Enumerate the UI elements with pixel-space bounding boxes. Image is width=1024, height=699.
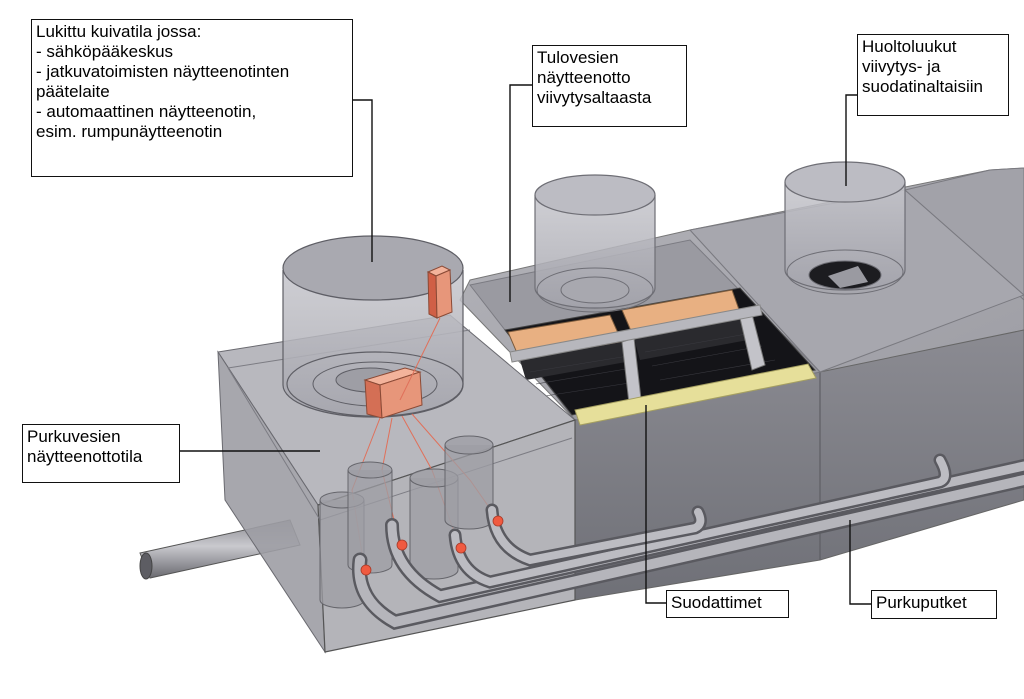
label-hatches: Huoltoluukut viivytys- ja suodatinaltais…: [857, 34, 1009, 116]
label-filters: Suodattimet: [666, 590, 789, 618]
label-line: Suodattimet: [671, 593, 762, 612]
label-line: Tulovesien: [537, 48, 619, 67]
pipe-icon: [351, 472, 1024, 630]
label-line: viivytys- ja: [862, 57, 941, 76]
leader-line-filters: [645, 405, 667, 604]
label-line: viivytysaltaasta: [537, 88, 652, 107]
label-drybox: Lukittu kuivatila jossa: - sähköpääkesku…: [31, 19, 353, 177]
sampling-points: [360, 515, 504, 576]
sample-point: [360, 564, 372, 576]
label-line: näytteenotto: [537, 68, 631, 87]
sampler-box-icon: [426, 265, 453, 319]
label-line: näytteenottotila: [27, 447, 143, 466]
label-line: Huoltoluukut: [862, 37, 957, 56]
label-line: Purkuputket: [876, 593, 967, 612]
pipe-icon: [485, 503, 707, 567]
shaft-icon: [784, 161, 906, 295]
label-pipes: Purkuputket: [871, 590, 997, 619]
label-intake: Tulovesien näytteenotto viivytysaltaasta: [532, 45, 687, 127]
label-line: suodatinaltaisiin: [862, 77, 983, 96]
label-line: - sähköpääkeskus: [36, 42, 174, 61]
pipe-icon: [385, 459, 1024, 604]
leader-line-intake: [509, 84, 534, 302]
leader-line-hatches: [845, 94, 859, 186]
pipe-icon: [448, 453, 952, 589]
label-line: Purkuvesien: [27, 427, 121, 446]
sampling-well: [319, 435, 494, 609]
sampler-box-icon: [363, 367, 423, 419]
label-line: - jatkuvatoimisten näytteenotinten: [36, 62, 290, 81]
leader-line-drybox: [352, 99, 373, 262]
label-line: - automaattinen näytteenotin,: [36, 102, 257, 121]
sample-point: [492, 515, 504, 527]
leader-lines: [179, 84, 872, 605]
sample-point: [396, 539, 408, 551]
label-discharge-room: Purkuvesien näytteenottotila: [22, 424, 180, 483]
label-line: Lukittu kuivatila jossa:: [36, 22, 202, 41]
sample-point: [455, 542, 467, 554]
leader-line-pipes: [849, 520, 872, 605]
shaft-icon: [534, 174, 656, 313]
label-line: esim. rumpunäytteenotin: [36, 122, 223, 141]
label-line: päätelaite: [36, 82, 110, 101]
